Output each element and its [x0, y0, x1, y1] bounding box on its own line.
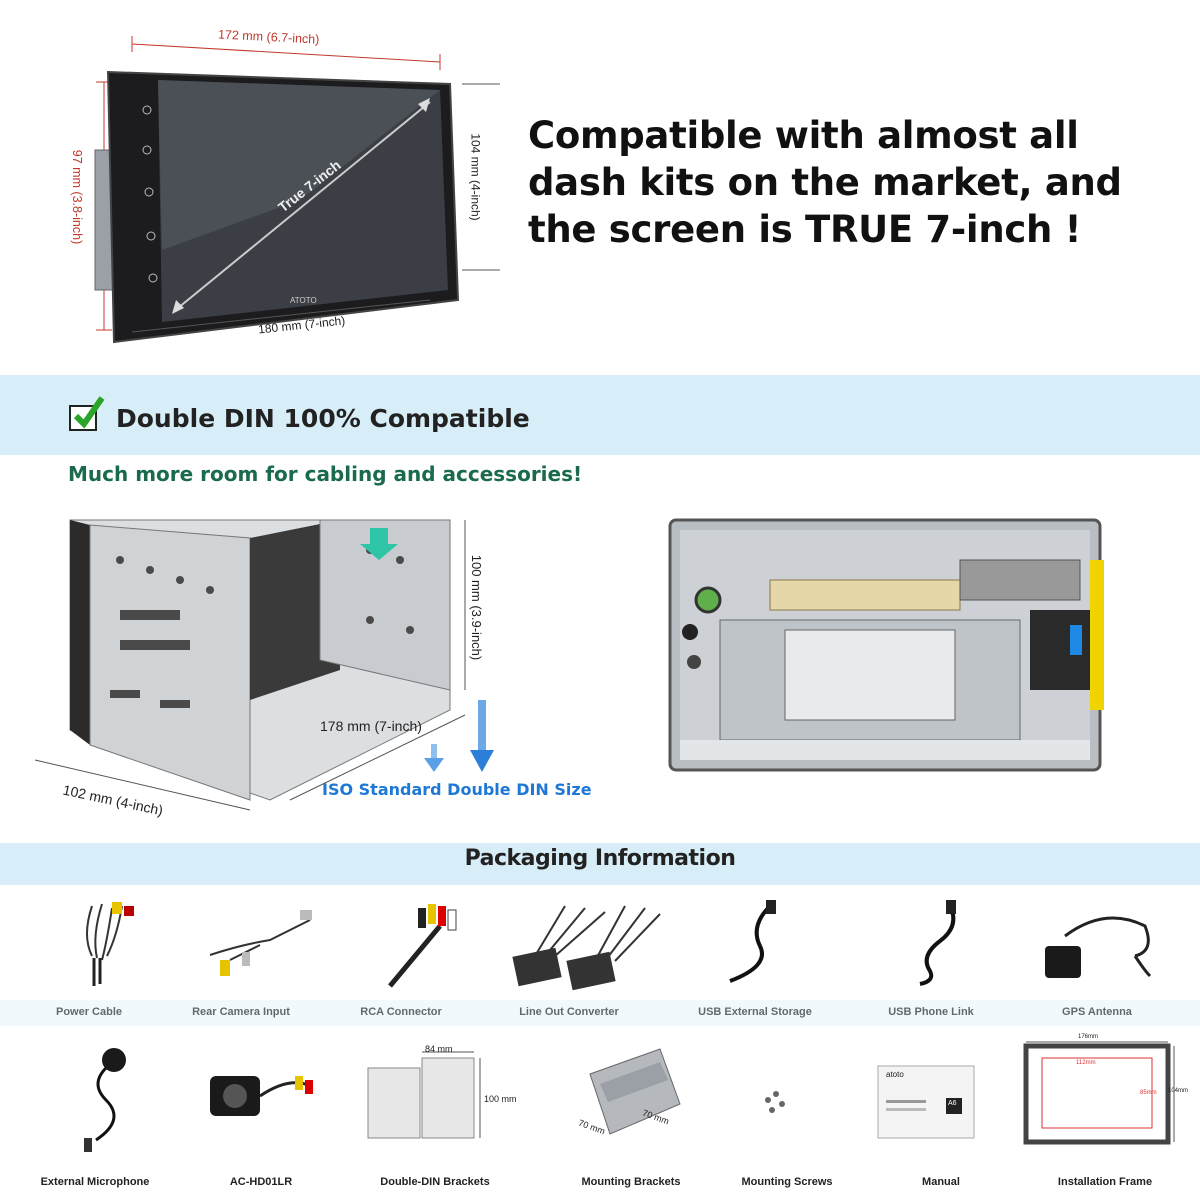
item-label: External Microphone [40, 1176, 150, 1188]
dim-height: 100 mm (3.9-inch) [469, 554, 485, 661]
item-label: Line Out Converter [519, 1006, 619, 1018]
gps-antenna-icon [1045, 916, 1152, 978]
item-label: RCA Connector [360, 1006, 442, 1018]
dim-left: 97 mm (3.8-inch) [70, 149, 85, 245]
mounting-brackets-icon [589, 1048, 681, 1135]
headline: Compatible with almost all dash kits on … [528, 114, 1122, 251]
item-label: USB External Storage [698, 1006, 812, 1018]
screen-illustration [94, 36, 500, 344]
chassis-illustration [34, 519, 494, 811]
item-label: Double-DIN Brackets [380, 1176, 490, 1188]
usb-external-storage-icon [729, 900, 776, 983]
double-din-brackets-icon [367, 1051, 481, 1139]
iso-label: ISO Standard Double DIN Size [322, 780, 592, 799]
power-cable-icon [86, 902, 134, 986]
item-label: Mounting Brackets [581, 1176, 681, 1188]
item-label: Power Cable [55, 1006, 123, 1018]
frame-dim-side: 104mm [1168, 1088, 1189, 1094]
manual-badge: A6 [948, 1100, 957, 1107]
screen-brand: ATOTO [290, 296, 317, 305]
installation-frame-icon [1023, 1041, 1175, 1145]
item-label: Installation Frame [1057, 1176, 1153, 1188]
frame-inner-top: 112mm [1076, 1060, 1096, 1066]
double-din-title: Double DIN 100% Compatible [116, 404, 530, 433]
room-subtitle: Much more room for cabling and accessori… [68, 462, 583, 486]
rear-camera-input-icon [209, 910, 312, 976]
dim-width: 178 mm (7-inch) [320, 718, 422, 734]
manual-brand: atoto [886, 1070, 904, 1079]
dim-right: 104 mm (4-inch) [468, 133, 483, 221]
bracket-dim-side: 100 mm [484, 1094, 517, 1104]
packaging-title: Packaging Information [464, 846, 736, 871]
external-microphone-icon [84, 1048, 126, 1152]
rear-panel-illustration [668, 518, 1104, 772]
manual-icon [877, 1065, 975, 1139]
usb-phone-link-icon [919, 900, 956, 986]
bracket-dim-top: 84 mm [425, 1044, 453, 1054]
item-label: Mounting Screws [741, 1176, 833, 1188]
line-out-converter-icon [512, 905, 661, 991]
item-label: Rear Camera Input [192, 1006, 290, 1018]
frame-inner-side: 85mm [1140, 1090, 1157, 1096]
item-label: GPS Antenna [1062, 1006, 1132, 1018]
double-din-band [0, 375, 1200, 455]
checkbox-icon [69, 396, 105, 431]
packaging-band [0, 843, 1200, 885]
rca-connector-icon [388, 904, 457, 988]
ac-hd01lr-camera-icon [210, 1076, 313, 1116]
frame-dim-top: 176mm [1078, 1034, 1099, 1040]
mounting-screws-icon [765, 1091, 785, 1113]
item-label: USB Phone Link [888, 1006, 974, 1018]
item-label: Manual [922, 1176, 960, 1188]
item-label: AC-HD01LR [229, 1176, 293, 1188]
row-divider [0, 1000, 1200, 1026]
